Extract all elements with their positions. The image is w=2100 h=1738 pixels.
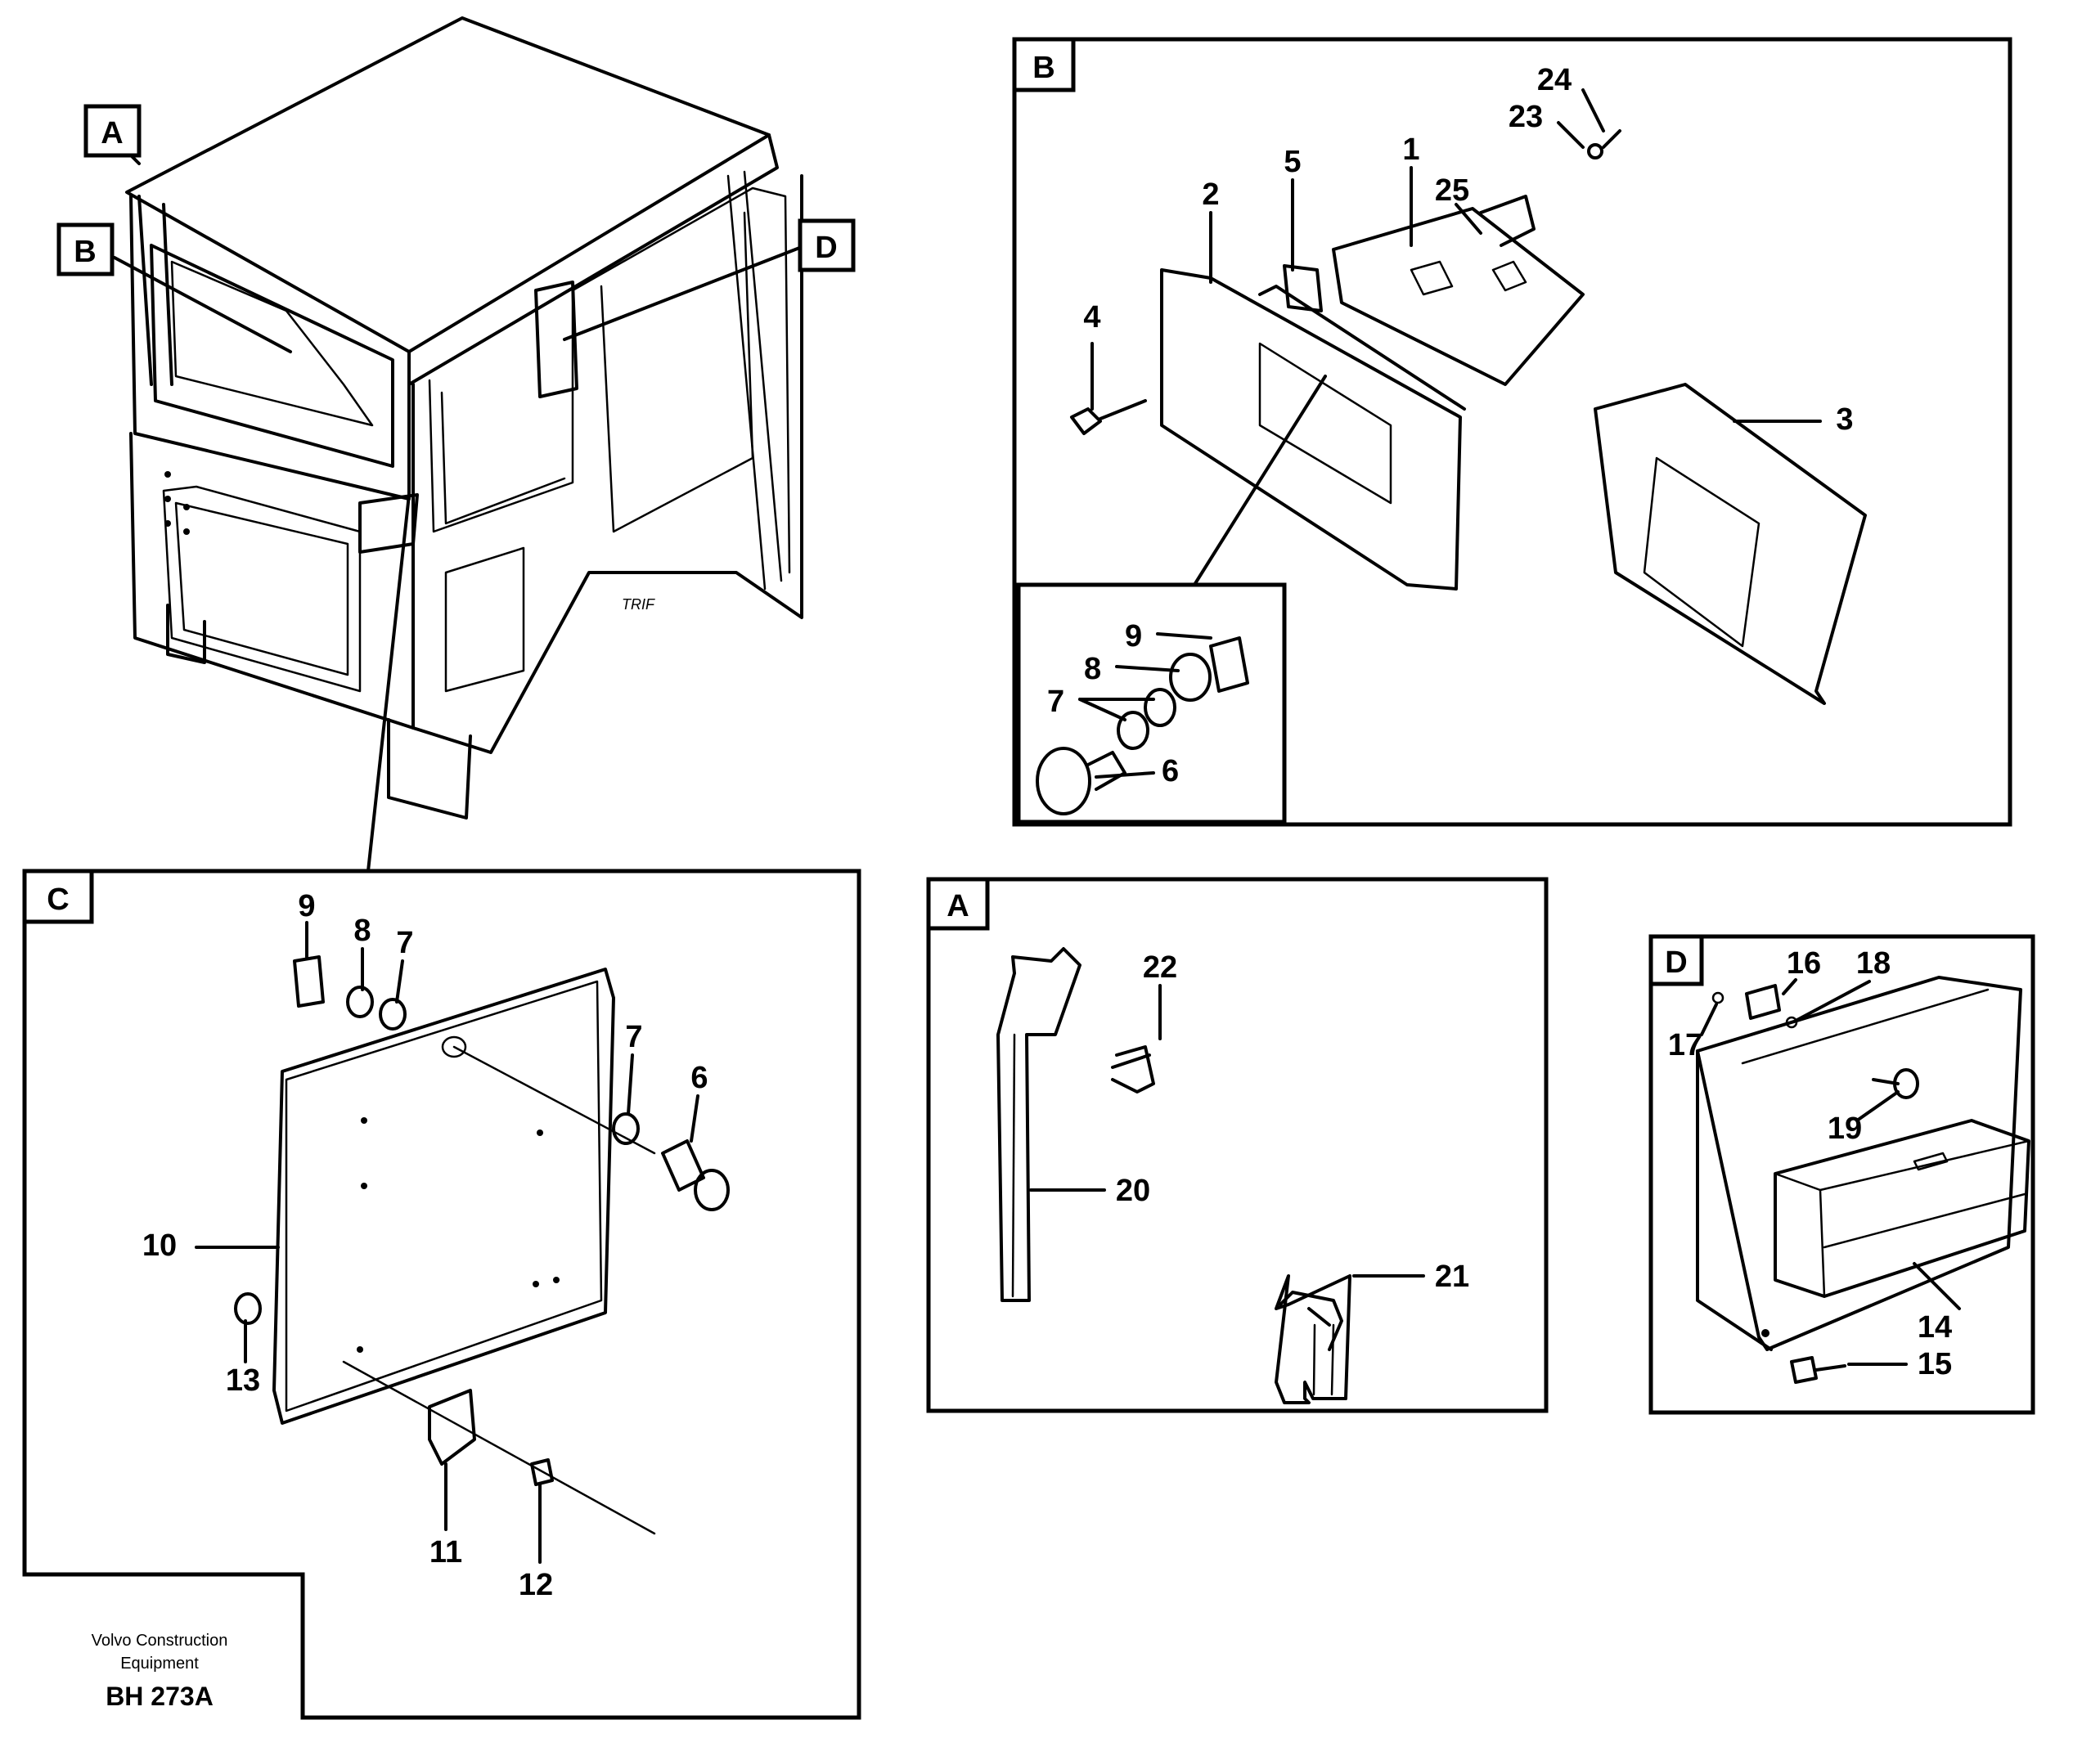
svg-text:7: 7	[625, 1020, 642, 1054]
tag-d-overview: D	[798, 218, 856, 272]
panel-b-inset: 6 7 8 9	[1016, 582, 1287, 824]
svg-text:9: 9	[1125, 619, 1142, 653]
svg-text:D: D	[1665, 945, 1687, 980]
footer: Volvo Construction Equipment BH 273A	[92, 1632, 228, 1711]
svg-text:TRIF: TRIF	[622, 596, 655, 613]
svg-text:5: 5	[1284, 145, 1301, 179]
svg-text:Equipment: Equipment	[120, 1655, 199, 1673]
svg-text:6: 6	[690, 1061, 708, 1095]
tag-a-overview: A	[83, 104, 142, 158]
svg-text:25: 25	[1435, 173, 1469, 208]
svg-text:B: B	[74, 235, 96, 269]
tag-b-overview: B	[56, 222, 115, 276]
svg-text:22: 22	[1143, 950, 1177, 985]
svg-text:15: 15	[1918, 1347, 1952, 1381]
svg-text:13: 13	[226, 1363, 260, 1398]
svg-text:16: 16	[1787, 946, 1821, 981]
svg-text:A: A	[101, 116, 123, 150]
svg-text:6: 6	[1162, 754, 1179, 788]
panel-c: C 9	[22, 869, 861, 1720]
svg-text:18: 18	[1856, 946, 1891, 981]
svg-text:Volvo Construction: Volvo Construction	[92, 1632, 228, 1650]
svg-text:12: 12	[519, 1568, 553, 1602]
svg-text:3: 3	[1836, 402, 1853, 437]
svg-text:11: 11	[429, 1535, 462, 1570]
svg-text:17: 17	[1668, 1028, 1702, 1062]
svg-text:9: 9	[298, 889, 315, 923]
svg-text:2: 2	[1202, 177, 1219, 212]
svg-text:23: 23	[1509, 100, 1543, 134]
panel-a: A 22 20 21	[926, 877, 1549, 1413]
svg-text:14: 14	[1918, 1310, 1952, 1345]
svg-text:10: 10	[142, 1228, 177, 1263]
svg-text:8: 8	[353, 914, 371, 948]
svg-text:4: 4	[1083, 300, 1100, 335]
svg-text:19: 19	[1828, 1112, 1862, 1146]
svg-text:D: D	[815, 231, 837, 265]
svg-text:BH 273A: BH 273A	[106, 1682, 214, 1711]
svg-text:A: A	[947, 889, 969, 923]
svg-text:8: 8	[1084, 652, 1101, 686]
svg-text:7: 7	[1047, 685, 1064, 719]
panel-d: D 14 15 16 17 18 19	[1648, 934, 2035, 1415]
svg-text:24: 24	[1537, 63, 1572, 97]
panel-b: B 1 2 3 4 5 23	[1012, 37, 2012, 827]
svg-text:7: 7	[396, 926, 413, 960]
svg-text:B: B	[1032, 51, 1054, 85]
svg-text:1: 1	[1402, 132, 1419, 167]
svg-text:20: 20	[1116, 1174, 1150, 1208]
svg-text:C: C	[47, 882, 69, 917]
cab-overview: TRIF	[113, 16, 807, 873]
svg-text:21: 21	[1435, 1260, 1469, 1294]
